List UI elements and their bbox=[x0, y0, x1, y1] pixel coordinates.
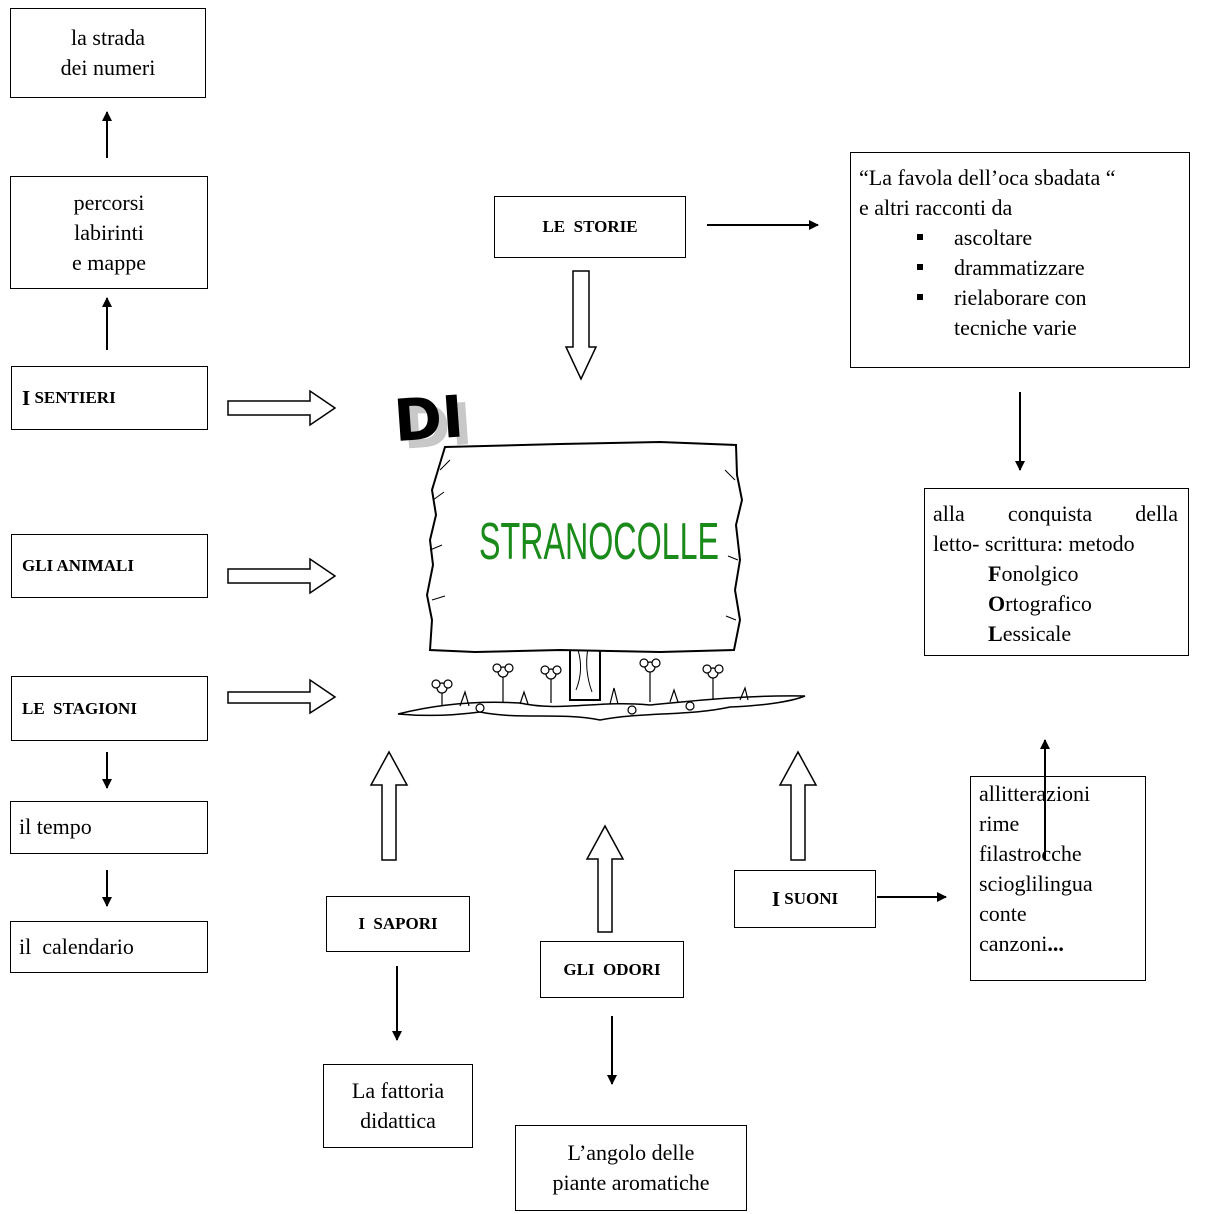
node-rime-item: rime bbox=[979, 811, 1020, 836]
node-sapori: I SAPORI bbox=[326, 896, 470, 952]
method-initial: L bbox=[988, 621, 1003, 646]
node-rime-last-word: canzoni bbox=[979, 931, 1048, 956]
block-arrow-odori bbox=[585, 824, 625, 933]
block-arrow-storie bbox=[564, 270, 598, 381]
node-rime-item: filastrocche bbox=[979, 841, 1082, 866]
node-favola-line1: “La favola dell’oca sbadata “ bbox=[859, 165, 1116, 190]
node-calendario-label: il calendario bbox=[19, 934, 134, 959]
node-suoni: I SUONI bbox=[734, 870, 876, 928]
node-sapori-label: I SAPORI bbox=[358, 914, 438, 933]
node-favola-line2: e altri racconti da bbox=[859, 195, 1013, 220]
node-favola-item: drammatizzare bbox=[859, 253, 1189, 283]
node-fattoria-line2: didattica bbox=[360, 1108, 436, 1133]
title-stranocolle: STRANOCOLLE bbox=[479, 513, 719, 571]
node-animali-label: GLI ANIMALI bbox=[22, 556, 134, 575]
node-conquista-method: Ortografico bbox=[988, 589, 1178, 619]
node-odori-label: GLI ODORI bbox=[563, 959, 661, 979]
node-sentieri-initial: I bbox=[22, 385, 31, 410]
node-percorsi-line2: labirinti bbox=[74, 219, 144, 245]
node-storie-label: LE STORIE bbox=[542, 217, 638, 236]
method-rest: onolgico bbox=[1001, 561, 1079, 586]
node-animali: GLI ANIMALI bbox=[11, 534, 208, 598]
node-favola-item: ascoltare bbox=[859, 223, 1189, 253]
node-conquista-method: Fonolgico bbox=[988, 559, 1178, 589]
method-rest: essicale bbox=[1002, 621, 1072, 646]
block-arrow-stagioni bbox=[227, 678, 337, 715]
node-conquista-word: conquista bbox=[1007, 501, 1093, 526]
node-calendario: il calendario bbox=[10, 921, 208, 973]
title-di: DI bbox=[392, 382, 466, 455]
node-conquista-method: Lessicale bbox=[988, 619, 1178, 649]
node-sentieri: I SENTIERI bbox=[11, 366, 208, 430]
block-arrow-sentieri bbox=[227, 389, 337, 427]
block-arrow-sapori bbox=[369, 750, 409, 861]
node-suoni-initial: I bbox=[771, 886, 781, 911]
node-stagioni: LE STAGIONI bbox=[11, 676, 208, 741]
flowers bbox=[431, 658, 724, 715]
node-percorsi-line3: e mappe bbox=[72, 249, 146, 275]
node-percorsi: percorsi labirinti e mappe bbox=[10, 176, 208, 289]
method-rest: rtografico bbox=[1005, 591, 1092, 616]
node-angolo-line1: L’angolo delle bbox=[567, 1140, 695, 1165]
method-initial: O bbox=[988, 591, 1006, 616]
node-strada-dei-numeri: la strada dei numeri bbox=[10, 8, 206, 98]
signboard-illustration bbox=[397, 440, 806, 721]
node-stagioni-label: LE STAGIONI bbox=[22, 698, 137, 718]
node-favola-item: rielaborare con tecniche varie bbox=[859, 283, 1104, 343]
node-rime-ellipsis: ... bbox=[1047, 931, 1064, 956]
method-initial: F bbox=[988, 561, 1002, 586]
node-tempo-label: il tempo bbox=[19, 814, 92, 839]
node-rime-last: canzoni... bbox=[979, 929, 1145, 959]
sign-board bbox=[425, 440, 744, 654]
node-rime-item: conte bbox=[979, 901, 1027, 926]
node-sentieri-label: SENTIERI bbox=[34, 388, 116, 407]
node-storie: LE STORIE bbox=[494, 196, 686, 258]
node-rime: allitterazioni rime filastrocche sciogli… bbox=[970, 776, 1146, 981]
node-strada-line1: la strada bbox=[71, 25, 145, 50]
node-fattoria-line1: La fattoria bbox=[351, 1078, 445, 1103]
node-fattoria: La fattoria didattica bbox=[323, 1064, 473, 1148]
node-strada-line2: dei numeri bbox=[60, 55, 156, 80]
node-conquista: alla conquista della letto- scrittura: m… bbox=[924, 488, 1189, 656]
block-arrow-animali bbox=[227, 557, 337, 595]
node-favola-list: ascoltare drammatizzare rielaborare con … bbox=[859, 223, 1189, 343]
node-odori: GLI ODORI bbox=[540, 941, 684, 998]
node-rime-item: allitterazioni bbox=[979, 781, 1091, 806]
block-arrow-suoni bbox=[778, 750, 818, 861]
node-tempo: il tempo bbox=[10, 801, 208, 854]
node-favola: “La favola dell’oca sbadata “ e altri ra… bbox=[850, 152, 1190, 368]
node-conquista-word: della bbox=[1135, 501, 1178, 526]
node-angolo: L’angolo delle piante aromatiche bbox=[515, 1125, 747, 1211]
grass bbox=[441, 672, 749, 707]
node-suoni-label: SUONI bbox=[784, 889, 839, 908]
node-rime-item: scioglilingua bbox=[979, 871, 1093, 896]
sign-ground bbox=[397, 695, 806, 721]
node-conquista-word: alla bbox=[933, 501, 965, 526]
node-conquista-line1: alla conquista della bbox=[933, 499, 1178, 529]
node-conquista-line2: letto- scrittura: metodo bbox=[933, 531, 1135, 556]
node-percorsi-line1: percorsi bbox=[73, 189, 145, 215]
node-angolo-line2: piante aromatiche bbox=[552, 1170, 710, 1195]
